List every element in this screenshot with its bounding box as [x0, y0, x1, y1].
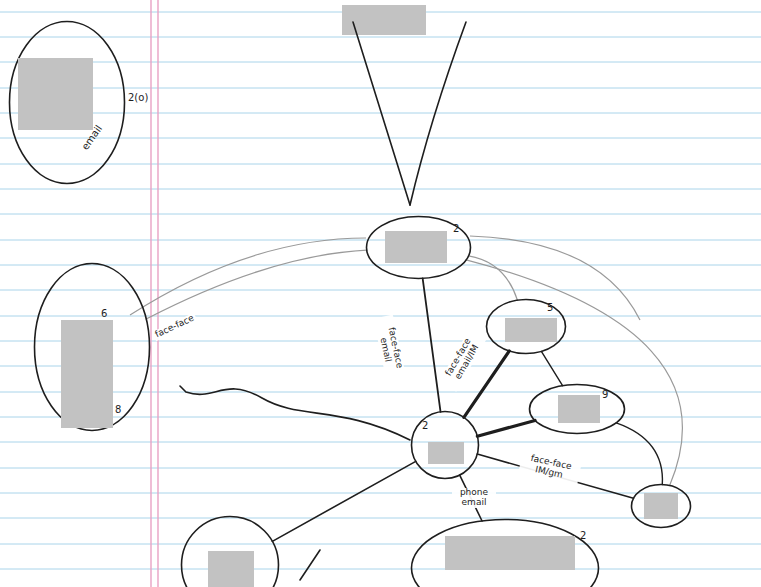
edge-label: phone email [452, 488, 496, 508]
edge-label: face-face email [373, 315, 406, 384]
contact-line [466, 260, 682, 486]
redaction-box [644, 493, 678, 519]
redaction-box [428, 442, 464, 464]
contact-line [616, 423, 662, 485]
person-ellipse: 2 [410, 518, 600, 587]
person-ellipse: 9 [528, 383, 626, 435]
person-ellipse [630, 483, 692, 529]
node-number: 8 [115, 404, 121, 415]
person-ellipse [180, 515, 280, 587]
node-number: 5 [547, 302, 553, 313]
redaction-box [505, 318, 557, 342]
margin-lines [151, 0, 158, 587]
node-number: 9 [602, 389, 608, 400]
sketch-lines [180, 22, 466, 580]
edge-label: face-face [152, 313, 198, 341]
redaction-box [342, 5, 426, 35]
redaction-box [18, 58, 93, 130]
redaction-box [558, 395, 600, 423]
person-ellipse: 5 [485, 298, 567, 355]
person-ellipse: 2(o)email [8, 20, 126, 185]
edge-label: face-face email/IM [439, 328, 487, 392]
contact-line [272, 461, 415, 541]
node-number: 6 [101, 308, 107, 319]
redaction-box [208, 551, 254, 587]
contact-line [477, 420, 535, 436]
contact-line [541, 351, 562, 385]
redaction-box [61, 320, 113, 428]
node-number: 2 [422, 420, 428, 431]
redaction-box [445, 536, 575, 570]
contact-line [423, 278, 441, 411]
person-ellipse: 2 [365, 215, 472, 280]
node-number: 2 [580, 530, 586, 541]
edge-label: face-face IM/gm [519, 452, 582, 484]
person-ellipse: 2 [410, 410, 480, 480]
person-ellipse: 68 [33, 262, 151, 432]
contact-line [146, 250, 367, 319]
ruled-lines [0, 12, 761, 569]
node-number: 2 [453, 223, 459, 234]
redaction-box [385, 231, 447, 263]
node-number: 2(o) [128, 92, 148, 103]
